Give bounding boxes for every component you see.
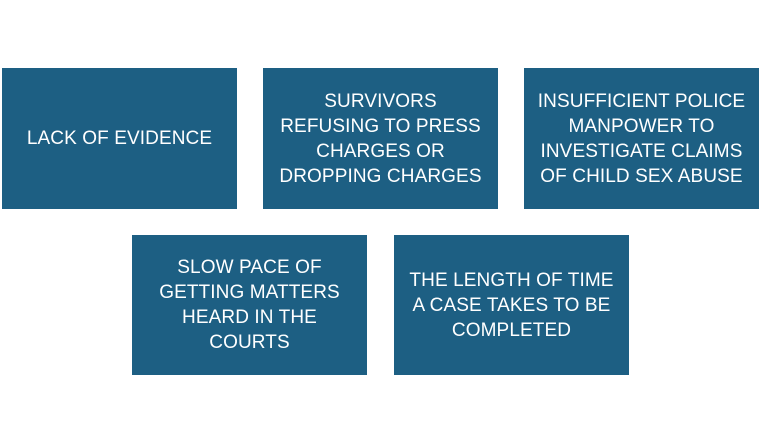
box-survivors-refusing: SURVIVORS REFUSING TO PRESS CHARGES OR D… bbox=[263, 68, 498, 209]
box-label: LACK OF EVIDENCE bbox=[26, 128, 213, 149]
box-slow-pace-courts: SLOW PACE OF GETTING MATTERS HEARD IN TH… bbox=[132, 235, 367, 375]
box-label: THE LENGTH OF TIME A CASE TAKES TO BE CO… bbox=[409, 269, 614, 341]
box-label: INSUFFICIENT POLICE MANPOWER TO INVESTIG… bbox=[537, 90, 746, 187]
box-label: SURVIVORS REFUSING TO PRESS CHARGES OR D… bbox=[279, 90, 482, 187]
box-insufficient-police: INSUFFICIENT POLICE MANPOWER TO INVESTIG… bbox=[524, 68, 759, 209]
box-length-of-time: THE LENGTH OF TIME A CASE TAKES TO BE CO… bbox=[394, 235, 629, 375]
box-lack-of-evidence: LACK OF EVIDENCE bbox=[2, 68, 237, 209]
box-label: SLOW PACE OF GETTING MATTERS HEARD IN TH… bbox=[159, 257, 340, 353]
